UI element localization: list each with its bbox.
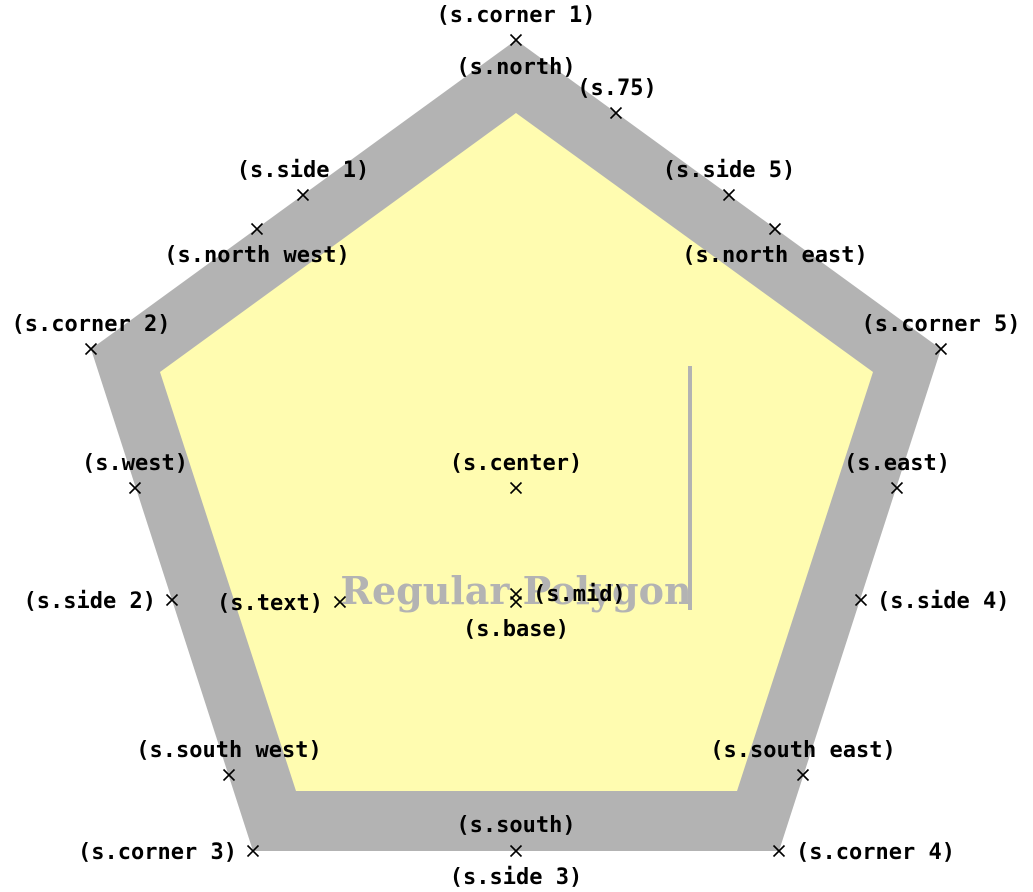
cross-mark — [509, 595, 523, 609]
anchor-corner-2: (s.corner 2) — [12, 312, 171, 356]
cross-mark — [796, 768, 810, 782]
cross-mark — [128, 481, 142, 495]
anchor-75: (s.75) — [577, 76, 657, 120]
cross-mark — [768, 222, 782, 236]
anchor-label: (s.side 5) — [663, 158, 795, 183]
anchor-side-1: (s.side 1) — [237, 158, 369, 202]
anchor-corner-3: (s.corner 3) — [78, 840, 260, 865]
anchor-label: (s.side 1) — [237, 158, 369, 183]
cross-mark — [165, 593, 179, 607]
anchor-label: (s.text) — [217, 591, 323, 616]
anchor-label: (s.north east) — [682, 243, 867, 268]
anchor-south-west: (s.south west) — [136, 738, 322, 782]
anchor-label: (s.corner 3) — [78, 840, 237, 865]
anchor-south-east: (s.south east) — [710, 738, 896, 782]
anchor-label: (s.east) — [844, 451, 950, 476]
cross-mark — [250, 222, 264, 236]
anchor-label: (s.north west) — [164, 243, 349, 268]
anchor-label: (s.corner 2) — [12, 312, 171, 337]
cross-mark — [772, 844, 786, 858]
anchor-label: (s.corner 4) — [796, 840, 955, 865]
anchor-label: (s.center) — [450, 451, 582, 476]
anchor-corner-5: (s.corner 5) — [862, 312, 1021, 356]
anchor-north-west: (s.north west) — [164, 222, 350, 268]
shape-title: Regular Polygon — [340, 568, 691, 613]
anchor-side-4: (s.side 4) — [854, 589, 1009, 614]
anchor-label: (s.south east) — [710, 738, 895, 763]
anchor-north-east: (s.north east) — [682, 222, 868, 268]
anchor-label: (s.north) — [456, 55, 575, 80]
anchor-mid: (s.mid) — [509, 582, 626, 607]
anchor-side-2: (s.side 2) — [24, 589, 179, 614]
anchor-base: (s.base) — [463, 595, 569, 642]
cross-mark — [509, 844, 523, 858]
cross-mark — [509, 33, 523, 47]
cross-mark — [222, 768, 236, 782]
anchor-corner-1: (s.corner 1) — [437, 3, 596, 47]
cross-mark — [509, 481, 523, 495]
anchor-label: (s.mid) — [533, 582, 626, 607]
cross-mark — [934, 342, 948, 356]
anchor-text: (s.text) — [217, 591, 347, 616]
cross-mark — [890, 481, 904, 495]
anchor-corner-4: (s.corner 4) — [772, 840, 955, 865]
anchor-label: (s.corner 5) — [862, 312, 1021, 337]
anchor-label: (s.base) — [463, 617, 569, 642]
anchor-label: (s.side 3) — [450, 865, 582, 890]
inner-pentagon — [160, 113, 873, 791]
anchor-east: (s.east) — [844, 451, 950, 495]
cross-mark — [333, 595, 347, 609]
anchor-west: (s.west) — [82, 451, 188, 495]
cross-mark — [84, 342, 98, 356]
cross-mark — [609, 106, 623, 120]
anchor-label: (s.side 2) — [24, 589, 156, 614]
anchor-label: (s.side 4) — [877, 589, 1009, 614]
cross-mark — [296, 188, 310, 202]
anchor-side-5: (s.side 5) — [663, 158, 795, 202]
cross-mark — [854, 593, 868, 607]
cross-mark — [246, 844, 260, 858]
anchor-label: (s.south) — [456, 813, 575, 838]
anchor-label: (s.west) — [82, 451, 188, 476]
anchor-south: (s.south) — [456, 813, 575, 838]
anchor-north: (s.north) — [456, 55, 575, 80]
anchor-label: (s.75) — [577, 76, 656, 101]
anchor-side-3: (s.side 3) — [450, 844, 582, 890]
anchor-center: (s.center) — [450, 451, 582, 495]
anchor-label: (s.corner 1) — [437, 3, 596, 28]
anchor-label: (s.south west) — [136, 738, 321, 763]
cross-mark — [722, 188, 736, 202]
